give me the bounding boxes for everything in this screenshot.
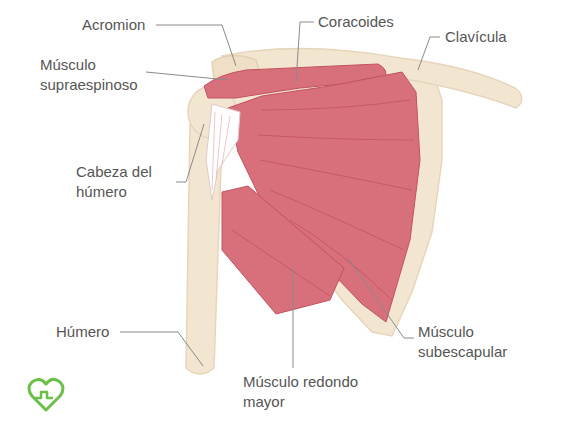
teres-major-edge xyxy=(232,230,330,296)
brand-logo xyxy=(29,379,63,410)
tendon xyxy=(206,104,240,200)
tendon-striations xyxy=(212,112,230,190)
part-label: Músculo supraespinoso xyxy=(40,55,160,95)
part-label: Coracoides xyxy=(318,12,394,32)
part-label: Músculo subescapular xyxy=(418,322,528,362)
part-label: Cabeza del húmero xyxy=(76,162,176,202)
leader-lines xyxy=(120,22,440,368)
part-label: Músculo redondo mayor xyxy=(243,372,378,412)
part-label: Clavícula xyxy=(445,27,507,47)
teres-major-muscle xyxy=(222,186,344,314)
part-label: Húmero xyxy=(56,322,109,342)
part-label: Acromion xyxy=(82,15,145,35)
